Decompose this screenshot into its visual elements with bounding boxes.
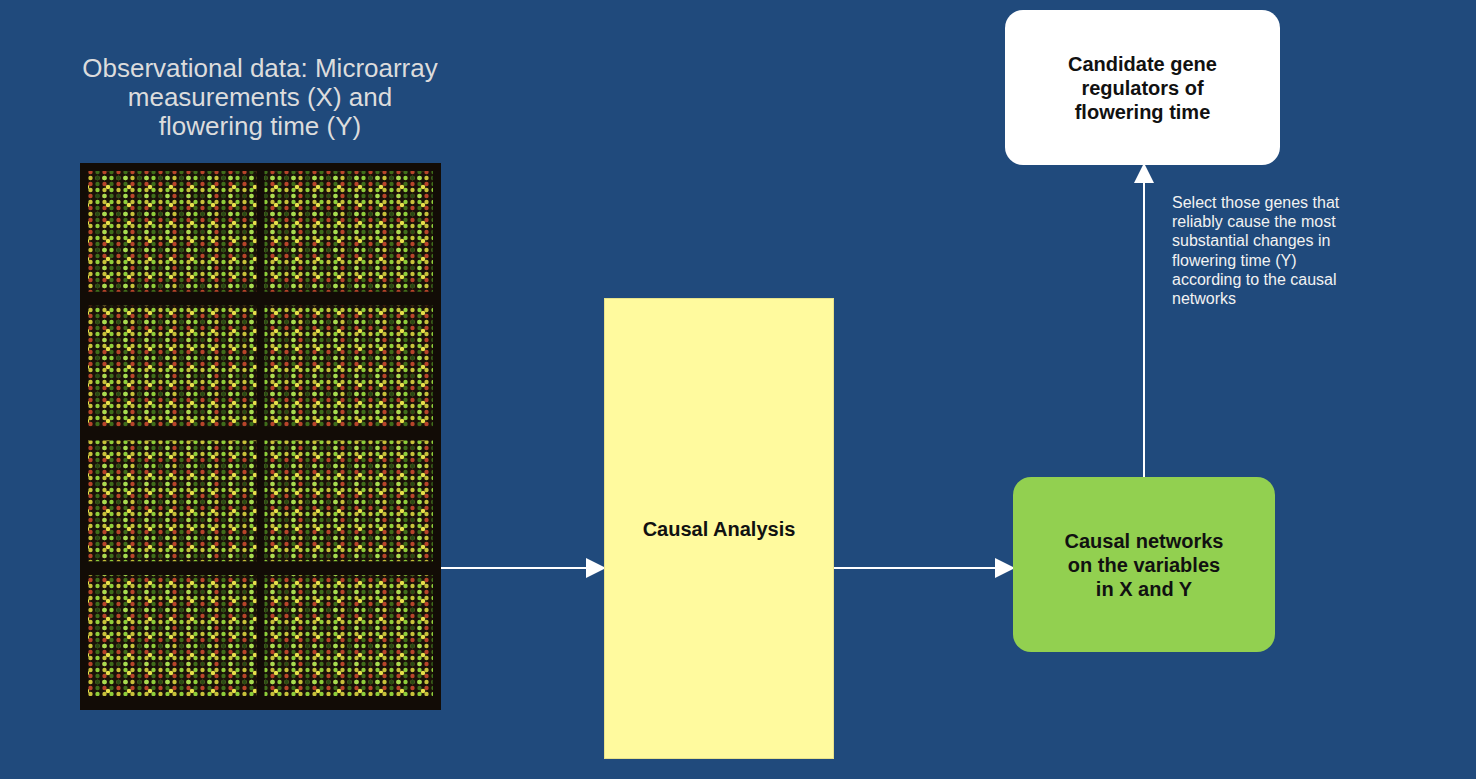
- network-box: Causal networks on the variables in X an…: [1013, 477, 1275, 652]
- edge-note: Select those genes that reliably cause t…: [1172, 193, 1367, 308]
- microarray-image: Observational data: Microarray measureme…: [80, 163, 441, 710]
- spot-block: [88, 575, 257, 696]
- flow-arrow: [1143, 165, 1145, 477]
- box-label: Candidate gene regulators of flowering t…: [1048, 52, 1238, 124]
- box-label: Causal Analysis: [619, 517, 819, 541]
- analysis-box: Causal Analysis: [604, 298, 834, 759]
- spot-block: [265, 306, 434, 427]
- box-label: Causal networks on the variables in X an…: [1064, 529, 1224, 601]
- spot-block: [88, 171, 257, 292]
- spot-block: [265, 306, 434, 427]
- spot-block: [265, 171, 434, 292]
- spot-block: [88, 441, 257, 562]
- spot-block: [88, 441, 257, 562]
- spot-block: [265, 441, 434, 562]
- flow-arrow: [441, 567, 604, 569]
- array-ground: [80, 163, 441, 710]
- spot-block: [265, 575, 434, 696]
- spot-block: [88, 306, 257, 427]
- heading-text: Observational data: Microarray measureme…: [75, 54, 445, 141]
- spot-block: [265, 575, 434, 696]
- spot-block: [88, 306, 257, 427]
- spot-block: [265, 441, 434, 562]
- flow-arrow: [834, 567, 1013, 569]
- spot-block: [88, 171, 257, 292]
- spot-block: [88, 575, 257, 696]
- spot-block: [265, 171, 434, 292]
- result-box: Candidate gene regulators of flowering t…: [1005, 10, 1280, 165]
- microarray-picture: [80, 163, 441, 710]
